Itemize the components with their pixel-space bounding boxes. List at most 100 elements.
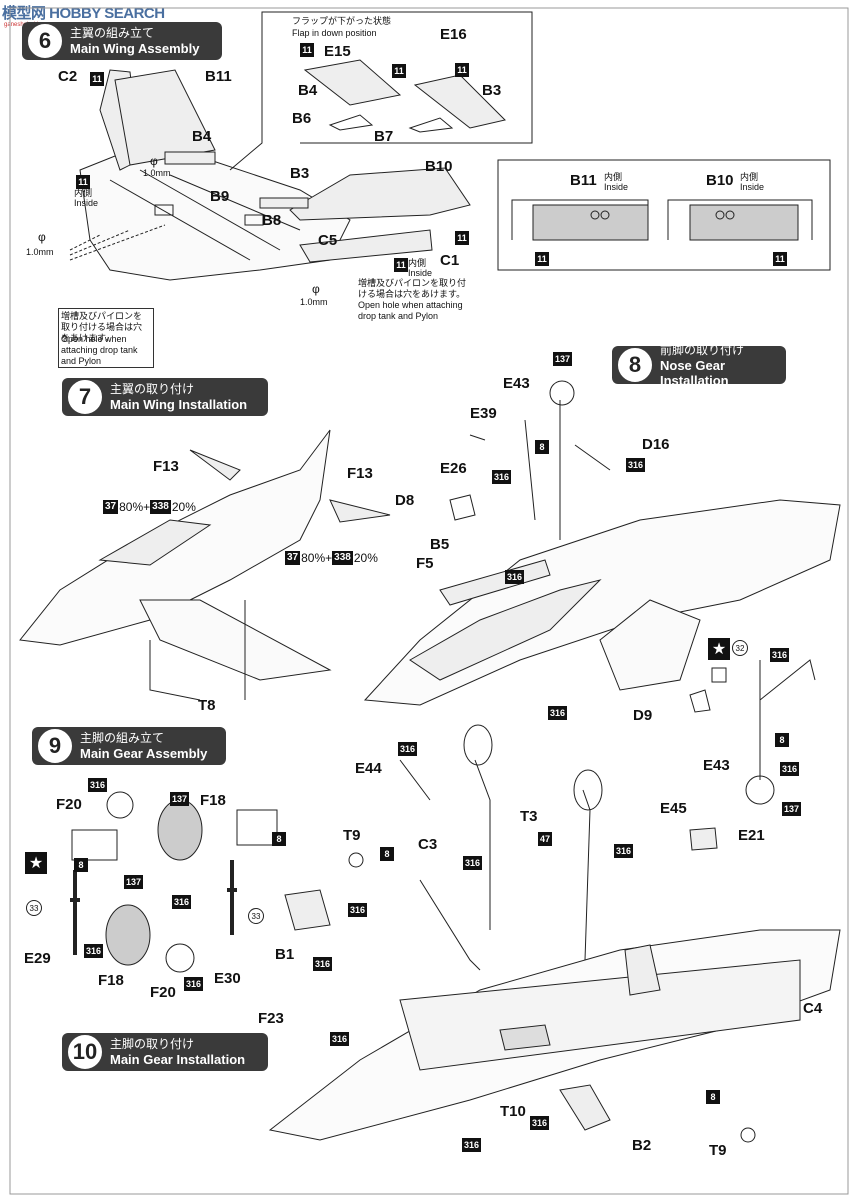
step-number: 9: [38, 729, 72, 763]
color-badge: 137: [782, 802, 802, 816]
part-label: B10: [706, 172, 734, 189]
flap-note-en: Flap in down position: [292, 28, 377, 38]
drill-phi-mid: φ: [150, 154, 158, 168]
color-badge: 8: [272, 832, 286, 846]
step-title-jp: 主脚の組み立て: [80, 731, 165, 745]
decal-number: 33: [248, 908, 264, 924]
part-label: E16: [440, 26, 467, 43]
part-label: E15: [324, 43, 351, 60]
part-label: T3: [520, 808, 538, 825]
color-badge: 316: [398, 742, 418, 756]
inside-note-jp: 内側: [604, 172, 623, 182]
paint-pct: 20%: [353, 551, 378, 565]
part-label: B10: [425, 158, 453, 175]
color-badge: 137: [553, 352, 573, 366]
step-title-en: Main Wing Assembly: [70, 41, 200, 56]
step-title-en: Main Wing Installation: [110, 397, 248, 412]
color-badge: 316: [463, 856, 483, 870]
paint-pct: 80%: [119, 500, 144, 514]
color-badge: 11: [76, 175, 90, 189]
color-badge: 11: [392, 64, 406, 78]
hole-note-right-jp: 増槽及びパイロンを取り付ける場合は穴をあけます。: [358, 278, 467, 299]
part-label: F18: [98, 972, 124, 989]
inside-note-jp: 内側: [408, 258, 427, 268]
color-badge: 316: [88, 778, 108, 792]
color-badge: 8: [706, 1090, 720, 1104]
color-badge: 8: [775, 733, 789, 747]
step-number: 10: [68, 1035, 102, 1069]
paint-pct: 80%: [301, 551, 326, 565]
paint-plus: +: [325, 551, 333, 565]
part-label: B3: [290, 165, 310, 182]
star-icon: ★: [708, 638, 730, 660]
part-label: E43: [703, 757, 730, 774]
part-label: B4: [192, 128, 212, 145]
step-title-jp: 主脚の取り付け: [110, 1037, 195, 1051]
part-label: B4: [298, 82, 318, 99]
color-badge: 316: [313, 957, 333, 971]
inside-note-en: Inside: [604, 182, 629, 192]
part-label: B7: [374, 128, 394, 145]
color-badge: 8: [74, 858, 88, 872]
part-label: B8: [262, 212, 282, 229]
part-label: B3: [482, 82, 502, 99]
paint-code: 338: [150, 500, 171, 514]
step-title-jp: 前脚の取り付け: [660, 342, 745, 357]
hole-note-left-jp: 増槽及びパイロンを取り付ける場合は穴をあけます。: [61, 311, 143, 343]
part-label: D16: [642, 436, 670, 453]
part-label: F23: [258, 1010, 284, 1027]
step-number: 8: [618, 348, 652, 382]
color-badge: 8: [380, 847, 394, 861]
color-badge: 316: [770, 648, 790, 662]
part-label: E21: [738, 827, 765, 844]
color-badge: 316: [462, 1138, 482, 1152]
part-label: F13: [153, 458, 179, 475]
inside-note-jp: 内側: [74, 188, 93, 198]
inside-note-en: Inside: [408, 268, 433, 278]
part-label: B11: [205, 68, 232, 85]
flap-note-jp: フラップが下がった状態: [292, 16, 392, 26]
part-label: E43: [503, 375, 530, 392]
step-title-jp: 主翼の組み立て: [70, 26, 155, 40]
hole-note-left-box: [58, 308, 154, 368]
color-badge: 316: [172, 895, 192, 909]
part-label: F20: [150, 984, 176, 1001]
part-label: C4: [803, 1000, 823, 1017]
color-badge: 316: [548, 706, 568, 720]
paint-code: 37: [103, 500, 119, 514]
step-title-en: Main Gear Assembly: [80, 746, 208, 761]
color-badge: 11: [455, 231, 469, 245]
color-badge: 316: [530, 1116, 550, 1130]
part-label: E29: [24, 950, 51, 967]
part-label: F20: [56, 796, 82, 813]
color-badge: 137: [124, 875, 144, 889]
color-badge: 316: [614, 844, 634, 858]
paint-code: 338: [332, 551, 353, 565]
part-label: F13: [347, 465, 373, 482]
step-number: 7: [68, 380, 102, 414]
inside-note-en: Inside: [74, 198, 99, 208]
color-badge: 11: [90, 72, 104, 86]
paint-plus: +: [143, 500, 151, 514]
part-label: C3: [418, 836, 438, 853]
decal-number: 32: [732, 640, 748, 656]
color-badge: 316: [184, 977, 204, 991]
step-title-en: Main Gear Installation: [110, 1052, 246, 1067]
part-label: T9: [709, 1142, 727, 1159]
star-icon: ★: [25, 852, 47, 874]
part-label: T8: [198, 697, 216, 714]
color-badge: 316: [492, 470, 512, 484]
part-label: D9: [633, 707, 653, 724]
part-label: B9: [210, 188, 230, 205]
part-label: B6: [292, 110, 312, 127]
watermark: 模型网 HOBBY SEARCH: [2, 5, 165, 22]
part-label: T9: [343, 827, 361, 844]
paint-code: 37: [285, 551, 301, 565]
hole-note-left-en: Open hole when attaching drop tank and P…: [61, 334, 138, 366]
step-title-jp: 主翼の取り付け: [110, 382, 195, 396]
drill-size-mid: 1.0mm: [143, 168, 171, 178]
